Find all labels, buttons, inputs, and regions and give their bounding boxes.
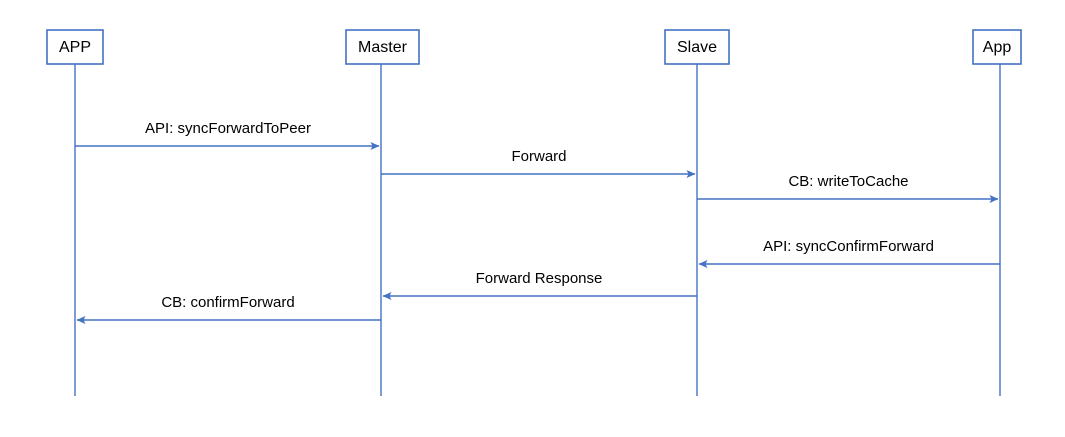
actor-boxes-group: APP Master Slave App: [46, 29, 1022, 65]
actor-box-master: [345, 29, 420, 65]
msg-sync-confirm-forward[interactable]: API: syncConfirmForward: [698, 238, 1000, 268]
actor-box-app-left: [46, 29, 104, 65]
msg-sync-confirm-forward-label: API: syncConfirmForward: [763, 238, 934, 255]
msg-sync-forward-to-peer[interactable]: API: syncForwardToPeer: [75, 120, 380, 150]
msg-write-to-cache[interactable]: CB: writeToCache: [697, 173, 999, 203]
msg-forward-label: Forward: [511, 148, 566, 165]
lifelines-group: [74, 64, 1001, 396]
actor-slave[interactable]: Slave: [664, 29, 730, 65]
actor-label-app-left: APP: [59, 39, 91, 56]
actor-box-slave: [664, 29, 730, 65]
actor-app-left[interactable]: APP: [46, 29, 104, 65]
msg-confirm-forward-label: CB: confirmForward: [161, 294, 294, 311]
actor-label-app-right: App: [983, 39, 1012, 56]
actor-box-app-right: [972, 29, 1022, 65]
msg-forward-response[interactable]: Forward Response: [382, 270, 697, 300]
actor-label-master: Master: [358, 39, 408, 56]
actor-app-right[interactable]: App: [972, 29, 1022, 65]
msg-write-to-cache-label: CB: writeToCache: [788, 173, 908, 190]
msg-forward-response-label: Forward Response: [476, 270, 603, 287]
actor-label-slave: Slave: [677, 39, 717, 56]
msg-confirm-forward[interactable]: CB: confirmForward: [76, 294, 381, 324]
msg-forward[interactable]: Forward: [381, 148, 696, 178]
msg-sync-forward-to-peer-label: API: syncForwardToPeer: [145, 120, 311, 137]
actor-master[interactable]: Master: [345, 29, 420, 65]
